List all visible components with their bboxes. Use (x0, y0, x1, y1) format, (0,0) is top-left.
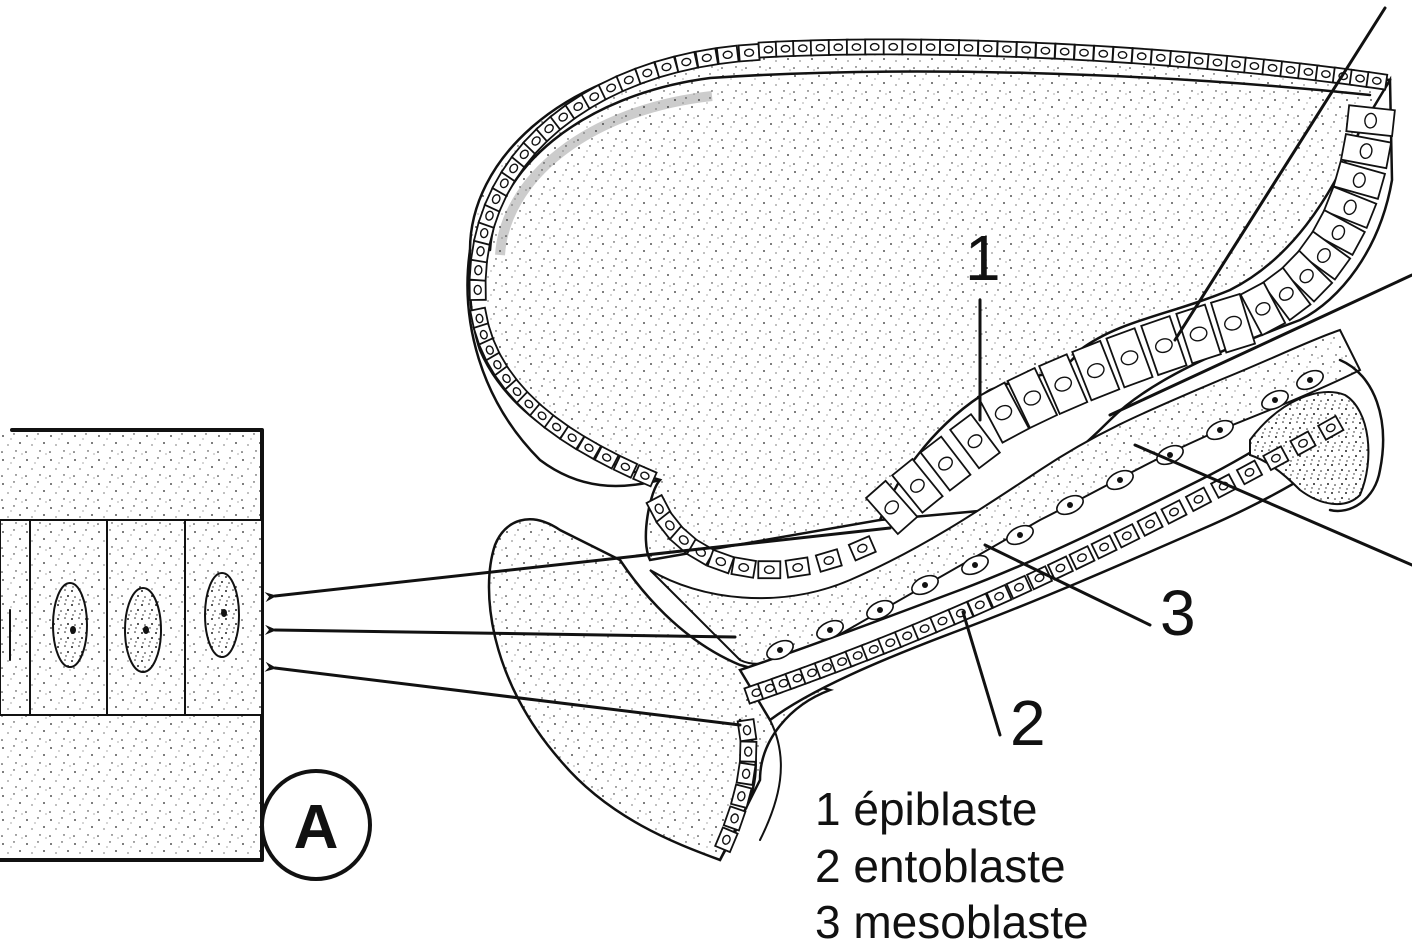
inset-a: A (0, 430, 370, 879)
nucleus-icon (1117, 477, 1123, 483)
cell-icon (470, 280, 486, 300)
cell-icon (1055, 44, 1075, 60)
nucleus-icon (53, 583, 87, 667)
cell-icon (865, 39, 884, 54)
inset-letter: A (294, 793, 339, 862)
label-epiblast-number: 1 (965, 222, 1001, 294)
cell-icon (1151, 50, 1171, 66)
cell-icon (1226, 56, 1246, 73)
cell-icon (1189, 53, 1209, 70)
cell-icon (786, 557, 810, 577)
cell-icon (978, 41, 997, 57)
cell-icon (717, 46, 739, 64)
legend: 1 épiblaste 2 entoblaste 3 mesoblaste (815, 783, 1089, 947)
cell-icon (997, 41, 1017, 57)
cell-icon (793, 40, 812, 56)
cell-icon (1036, 43, 1056, 59)
nucleus-icon (827, 627, 833, 633)
cell-icon (921, 40, 940, 55)
nucleus-icon (777, 647, 783, 653)
legend-item-entoblast: 2 entoblaste (815, 840, 1066, 892)
cell-icon (1132, 48, 1152, 64)
nucleus-icon (1307, 377, 1313, 383)
nucleus-icon (877, 607, 883, 613)
nucleus-icon (1217, 427, 1223, 433)
cell-icon (959, 40, 978, 55)
nucleus-icon (922, 582, 928, 588)
cell-icon (940, 40, 959, 55)
cell-icon (1244, 58, 1264, 75)
cell-icon (675, 52, 698, 72)
cell-icon (1207, 54, 1227, 71)
cell-icon (1113, 47, 1133, 63)
nucleus-icon (1067, 502, 1073, 508)
cell-icon (902, 39, 921, 54)
cell-icon (849, 536, 876, 560)
legend-item-mesoblast: 3 mesoblaste (815, 896, 1089, 947)
cell-icon (739, 44, 760, 61)
legend-item-epiblast: 1 épiblaste (815, 783, 1038, 835)
cell-icon (758, 561, 780, 578)
cell-icon (811, 40, 830, 55)
cell-icon (1170, 51, 1190, 67)
cell-icon (1366, 72, 1387, 90)
cell-icon (1346, 105, 1395, 136)
cell-icon (740, 741, 757, 761)
cell-icon (1074, 45, 1094, 61)
cell-icon (1093, 46, 1113, 62)
label-entoblast-number: 2 (1010, 687, 1046, 759)
nucleus-icon (1272, 397, 1278, 403)
nucleus-icon (1017, 532, 1023, 538)
nucleus-icon (1167, 452, 1173, 458)
cell-icon (737, 763, 756, 785)
cell-icon (847, 40, 866, 55)
cell-icon (1016, 42, 1036, 58)
cell-icon (816, 549, 842, 572)
nucleus-icon (972, 562, 978, 568)
cell-icon (738, 719, 757, 741)
cell-icon (829, 40, 848, 55)
cell-icon (731, 557, 756, 577)
cell-icon (696, 48, 718, 67)
cell-icon (708, 550, 734, 573)
label-mesoblast-number: 3 (1160, 577, 1196, 649)
cell-icon (884, 39, 903, 54)
